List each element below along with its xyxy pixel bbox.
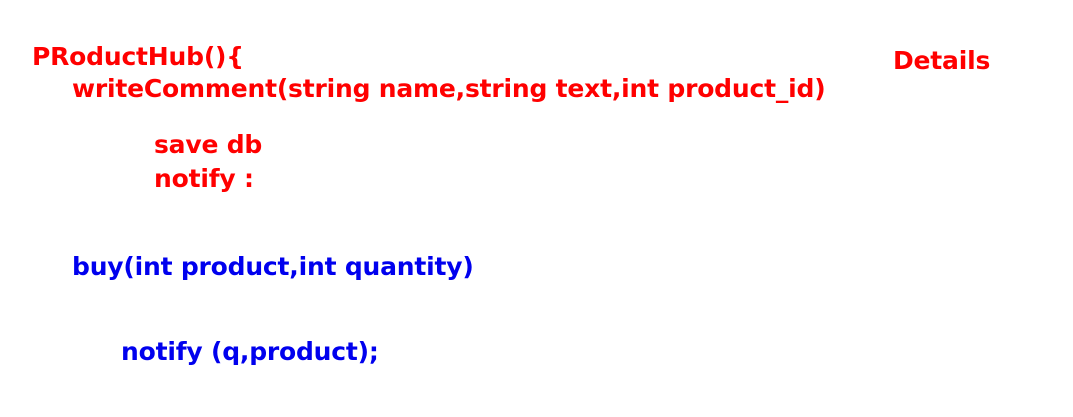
write-comment-signature: writeComment(string name,string text,int… (72, 74, 826, 103)
save-db-line: save db (154, 130, 263, 159)
class-header: PRoductHub(){ (32, 42, 244, 71)
details-label: Details (893, 46, 991, 75)
notify-colon-line: notify : (154, 164, 254, 193)
buy-signature: buy(int product,int quantity) (72, 252, 474, 281)
notify-call-line: notify (q,product); (121, 337, 379, 366)
